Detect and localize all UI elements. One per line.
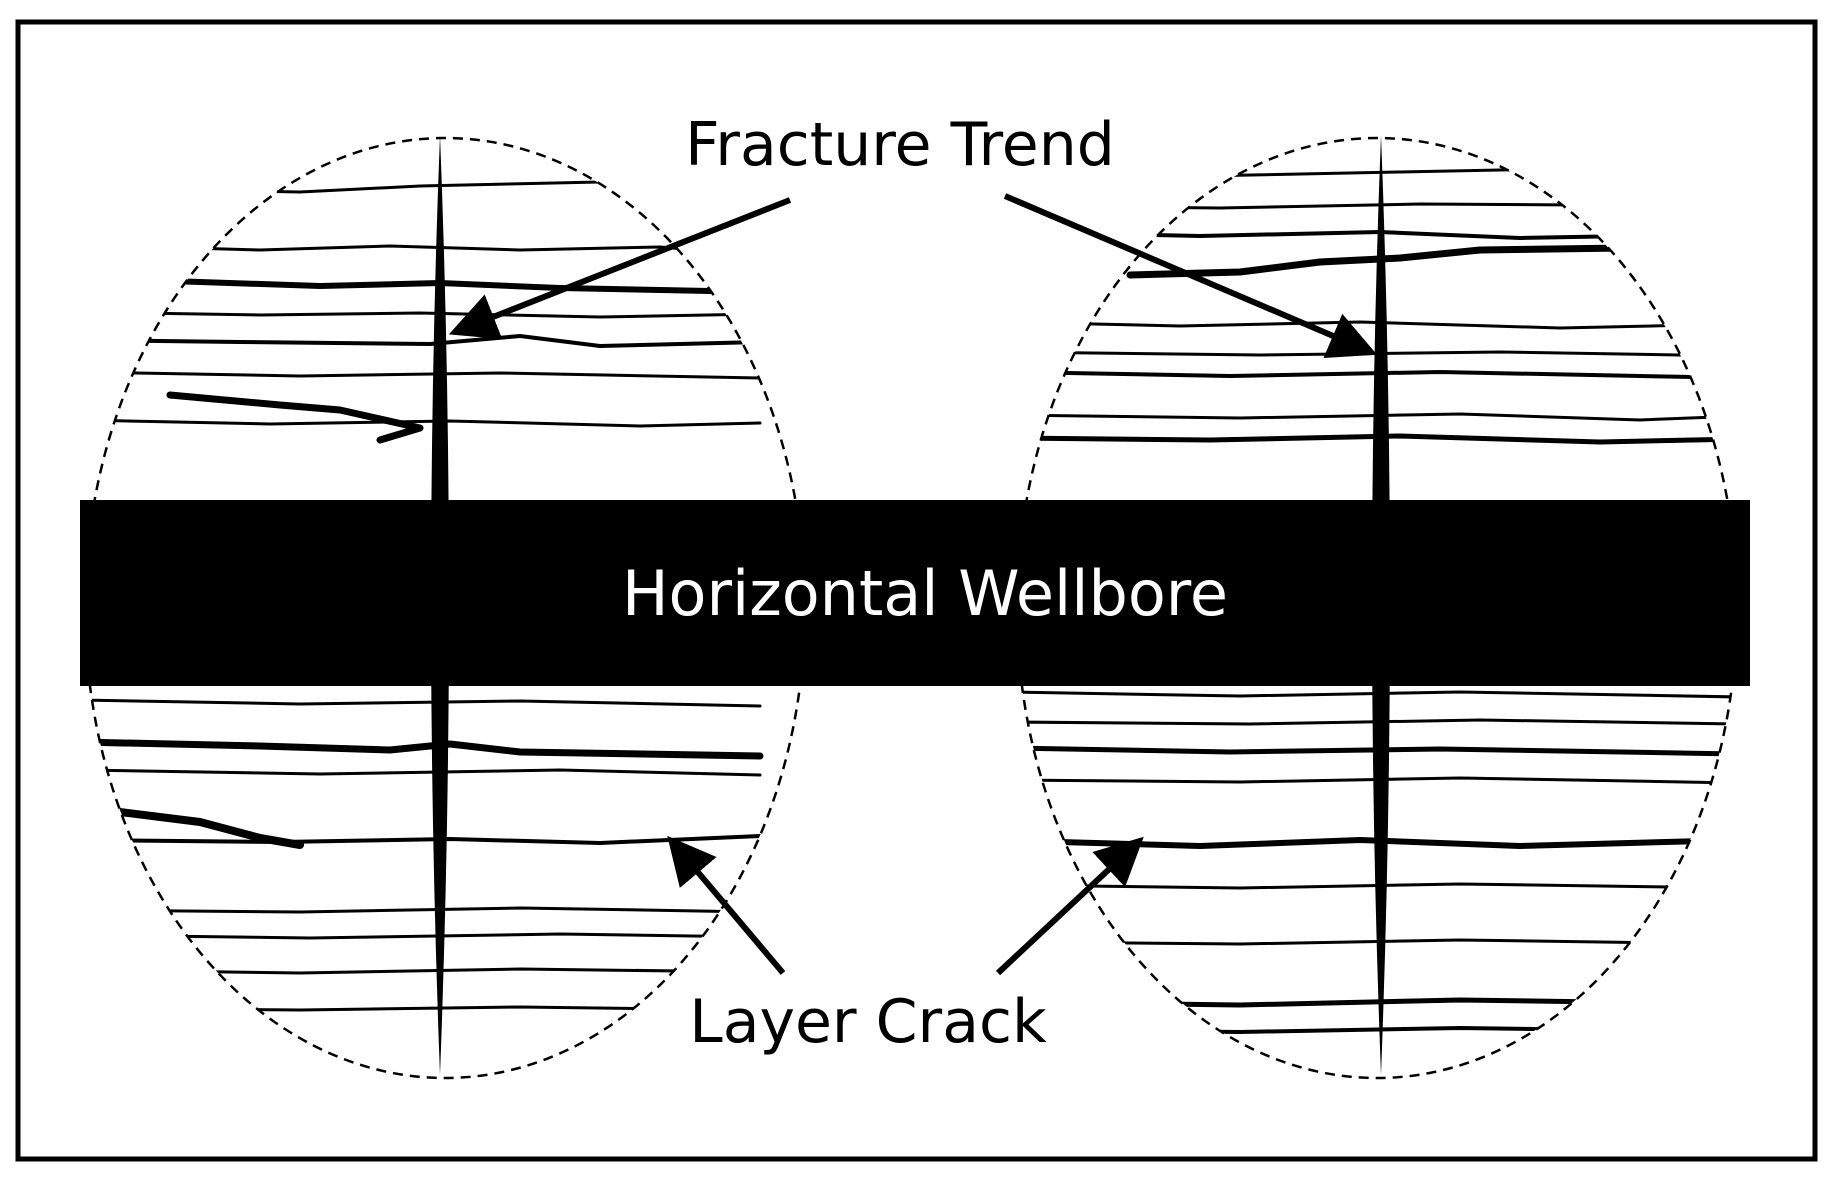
fracture-trend-label: Fracture Trend [685, 110, 1115, 180]
layer-crack-arrow-left [667, 835, 786, 975]
left-layer-cracks [85, 176, 764, 1012]
horizontal-wellbore [80, 500, 1750, 686]
layer-crack-arrow-right [995, 836, 1144, 976]
left-fracture-zone [83, 135, 807, 1080]
outer-frame [15, 19, 1818, 1162]
layer-crack-label: Layer Crack [689, 987, 1047, 1057]
fracture-trend-arrow-right [1003, 193, 1378, 358]
fracture-trend-arrow-left [448, 197, 792, 340]
wellbore-label: Horizontal Wellbore [622, 557, 1228, 630]
